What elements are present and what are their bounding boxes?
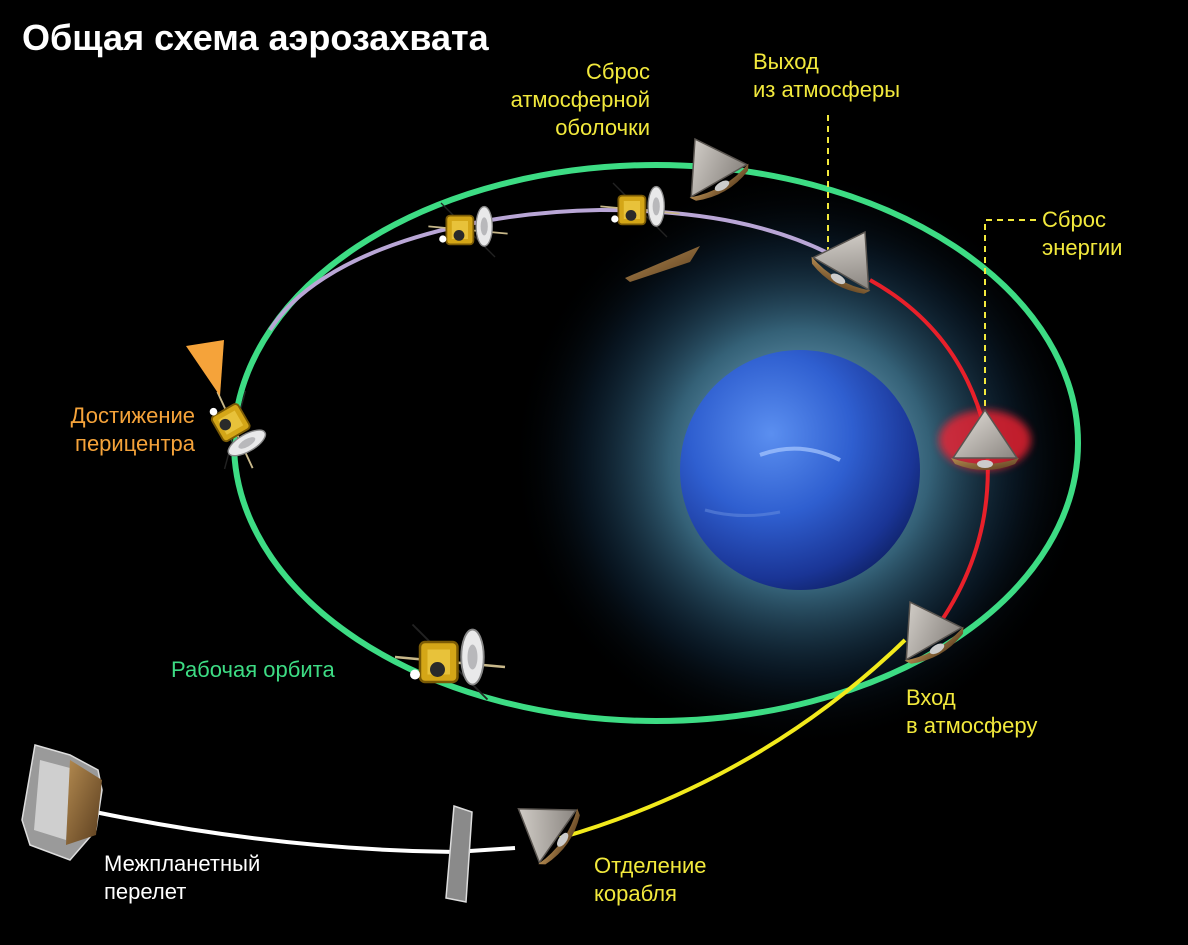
label-separation: Отделение корабля (594, 853, 707, 906)
cruise-path (94, 810, 516, 855)
planet-cloud-band (759, 446, 841, 462)
label-cruise: Межпланетный перелет (104, 851, 261, 904)
label-energy-drop: Сброс энергии (1042, 207, 1123, 260)
cruise-stage-icon (445, 804, 473, 903)
heat-shield-icon (625, 246, 700, 282)
neptune-planet (680, 350, 920, 590)
page-title: Общая схема аэрозахвата (22, 17, 489, 58)
label-atmo-exit: Выход из атмосферы (753, 49, 901, 102)
label-periapsis: Достижение перицентра (70, 403, 195, 456)
planet-cloud-band (704, 508, 781, 518)
aeroshell-capsule-icon (498, 780, 588, 872)
engine-burn-icon (186, 340, 224, 396)
cruise-stage-icon (21, 744, 103, 861)
approach-path (559, 638, 907, 840)
label-atmo-entry: Вход в атмосферу (906, 685, 1038, 738)
label-work-orbit: Рабочая орбита (171, 657, 335, 682)
energy-leader-line (984, 219, 1036, 420)
label-shell-drop: Сброс атмосферной оболочки (510, 59, 650, 140)
pre-orbit-arc (268, 207, 846, 332)
